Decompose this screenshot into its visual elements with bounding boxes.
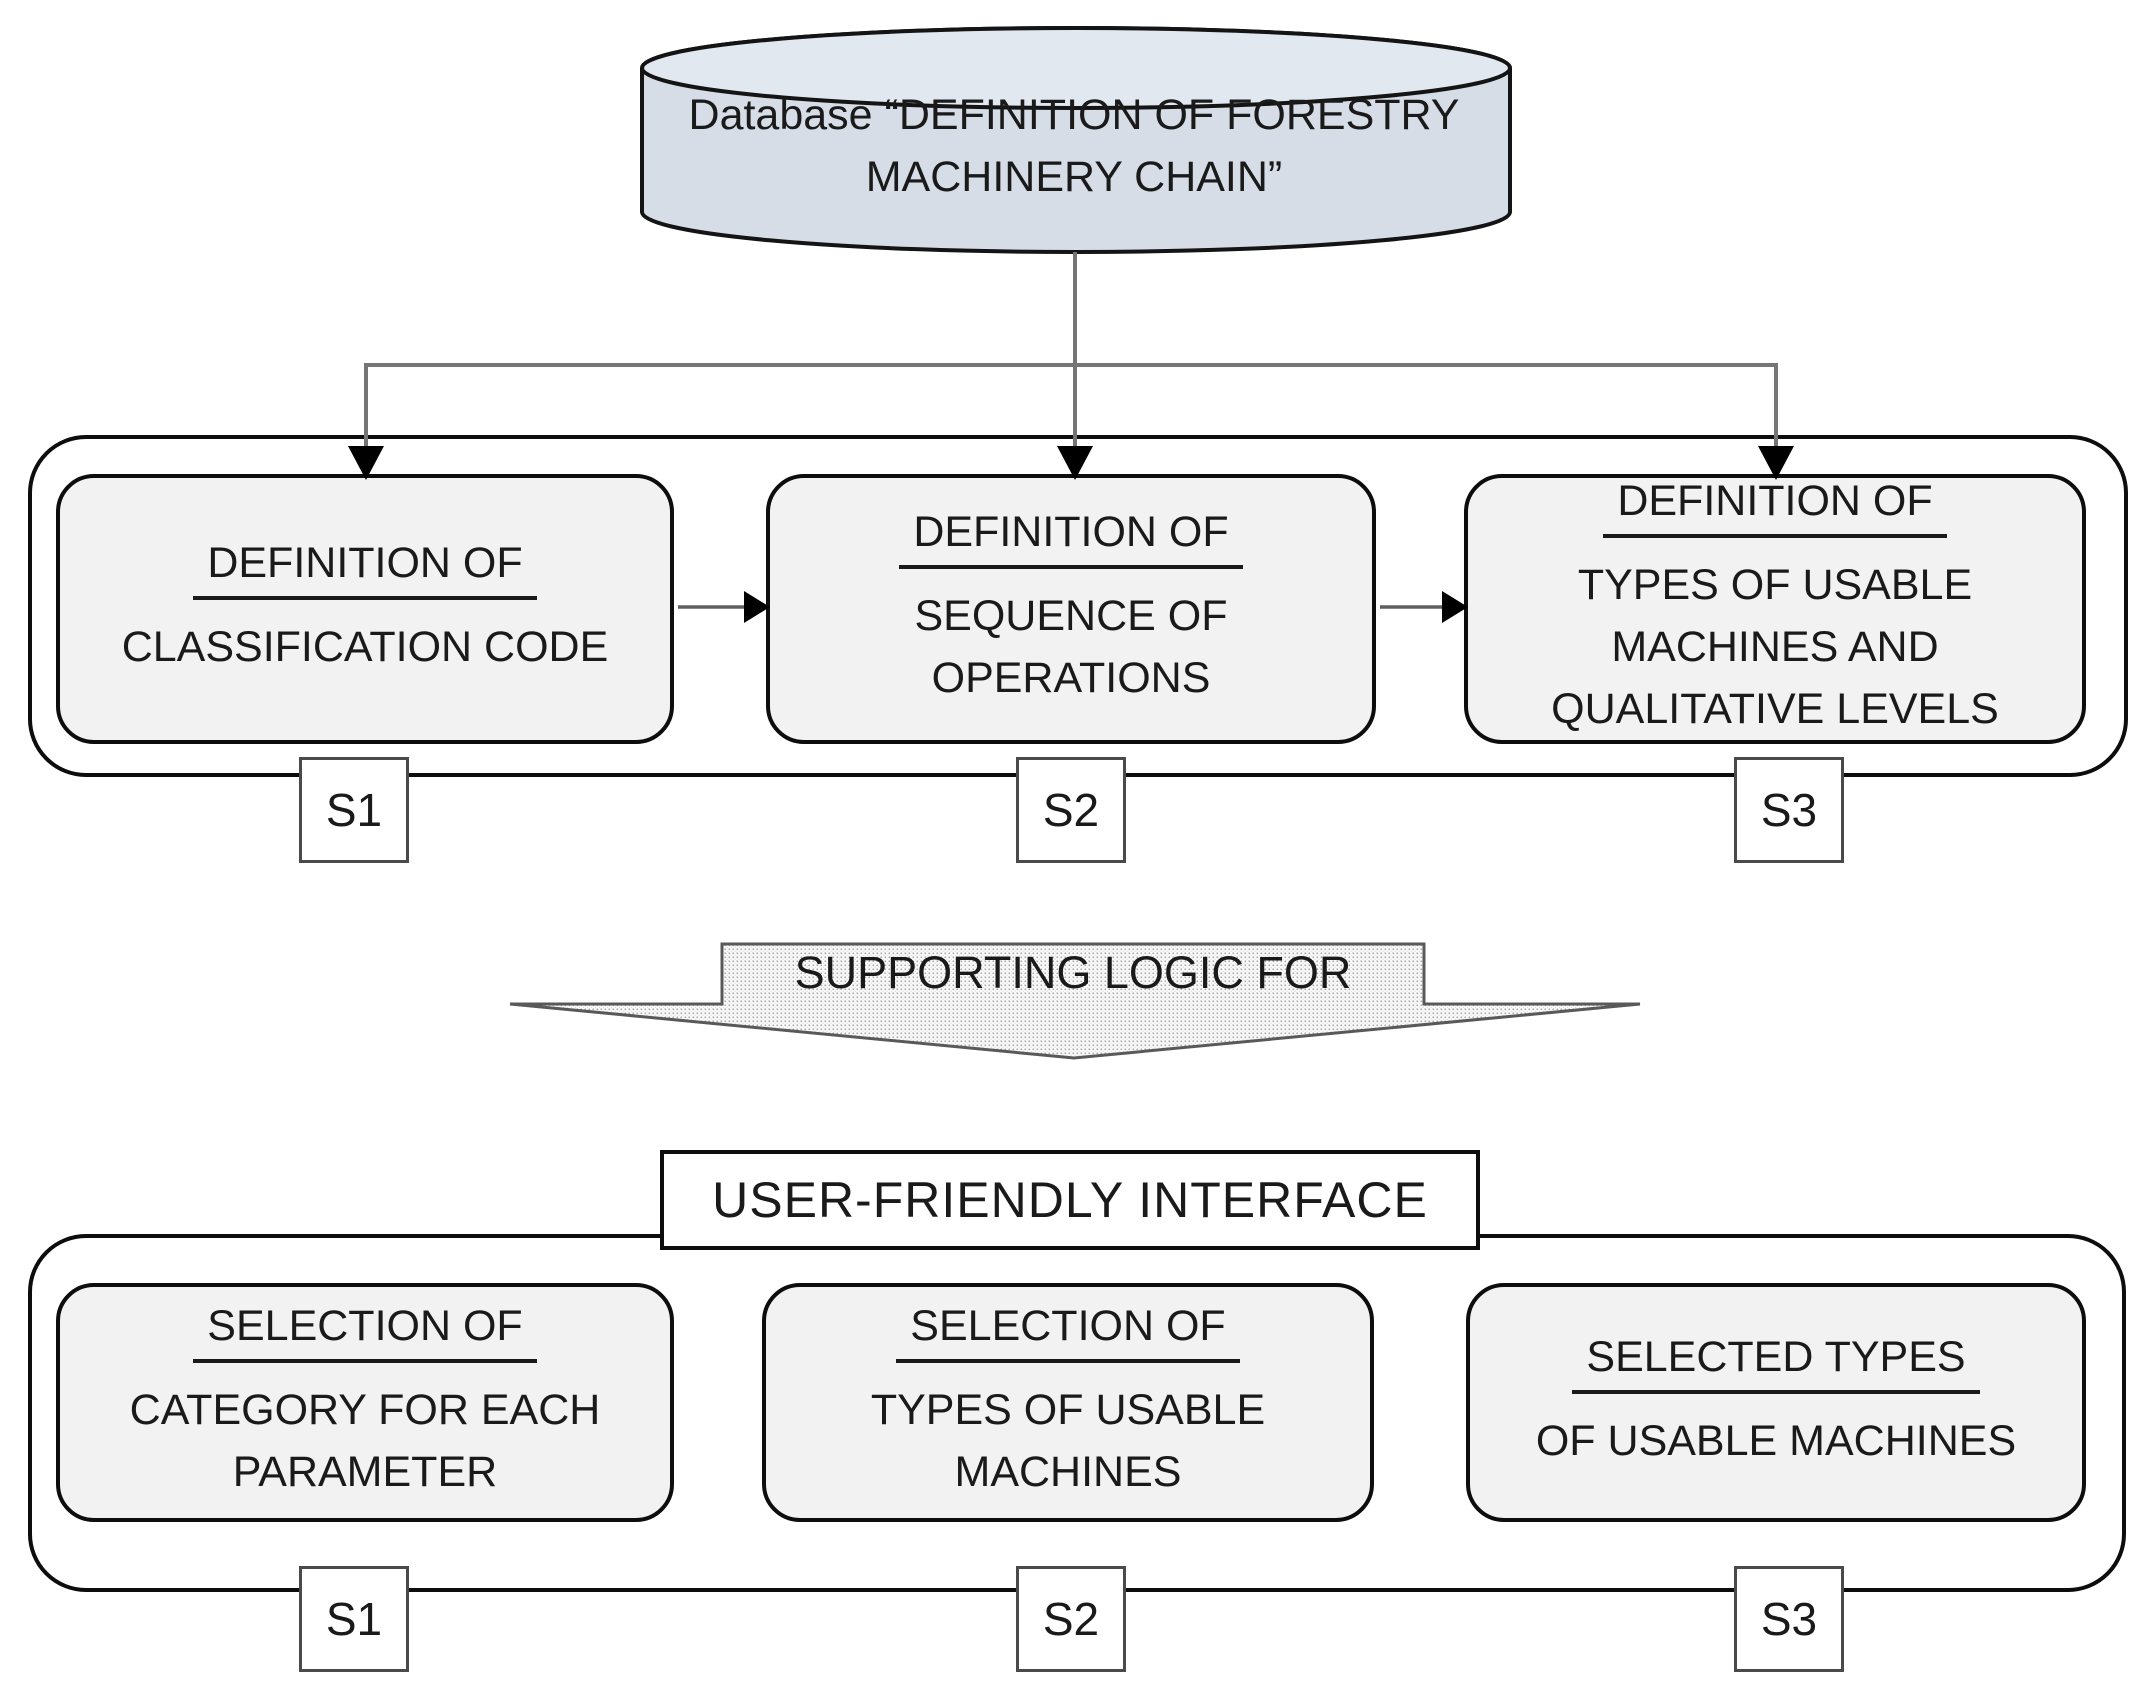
box-definition-classification-code: DEFINITION OF CLASSIFICATION CODE <box>56 474 674 744</box>
box-heading: SELECTION OF <box>896 1303 1240 1363</box>
box-heading: SELECTED TYPES <box>1572 1334 1980 1394</box>
supporting-logic-label: SUPPORTING LOGIC FOR <box>794 947 1352 998</box>
database-connector-lines <box>364 252 1778 450</box>
box-heading: SELECTION OF <box>193 1303 537 1363</box>
user-friendly-interface-title: USER-FRIENDLY INTERFACE <box>660 1150 1480 1250</box>
box-body: SEQUENCE OF OPERATIONS <box>914 592 1228 702</box>
step-badge-s1-bottom: S1 <box>299 1566 409 1672</box>
step-badge-s2-bottom: S2 <box>1016 1566 1126 1672</box>
step-badge-s2-top: S2 <box>1016 757 1126 863</box>
box-heading: DEFINITION OF <box>1603 478 1947 538</box>
box-definition-usable-machines: DEFINITION OF TYPES OF USABLE MACHINES A… <box>1464 474 2086 744</box>
box-body: CLASSIFICATION CODE <box>121 623 609 671</box>
database-label: Database “DEFINITION OF FORESTRY MACHINE… <box>688 91 1460 201</box>
step-badge-s1-top: S1 <box>299 757 409 863</box>
step-badge-s3-bottom: S3 <box>1734 1566 1844 1672</box>
box-selection-usable-machines: SELECTION OF TYPES OF USABLE MACHINES <box>762 1283 1374 1522</box>
box-body: TYPES OF USABLE MACHINES <box>870 1385 1266 1496</box>
box-definition-sequence-operations: DEFINITION OF SEQUENCE OF OPERATIONS <box>766 474 1376 744</box>
box-selected-types-usable-machines: SELECTED TYPES OF USABLE MACHINES <box>1466 1283 2086 1522</box>
box-selection-category-parameter: SELECTION OF CATEGORY FOR EACH PARAMETER <box>56 1283 674 1522</box>
box-body: CATEGORY FOR EACH PARAMETER <box>129 1385 601 1496</box>
box-heading: DEFINITION OF <box>193 540 537 600</box>
box-body: OF USABLE MACHINES <box>1535 1416 2017 1465</box>
box-body: TYPES OF USABLE MACHINES AND QUALITATIVE… <box>1551 561 1999 733</box>
step-badge-s3-top: S3 <box>1734 757 1844 863</box>
box-heading: DEFINITION OF <box>899 509 1243 569</box>
